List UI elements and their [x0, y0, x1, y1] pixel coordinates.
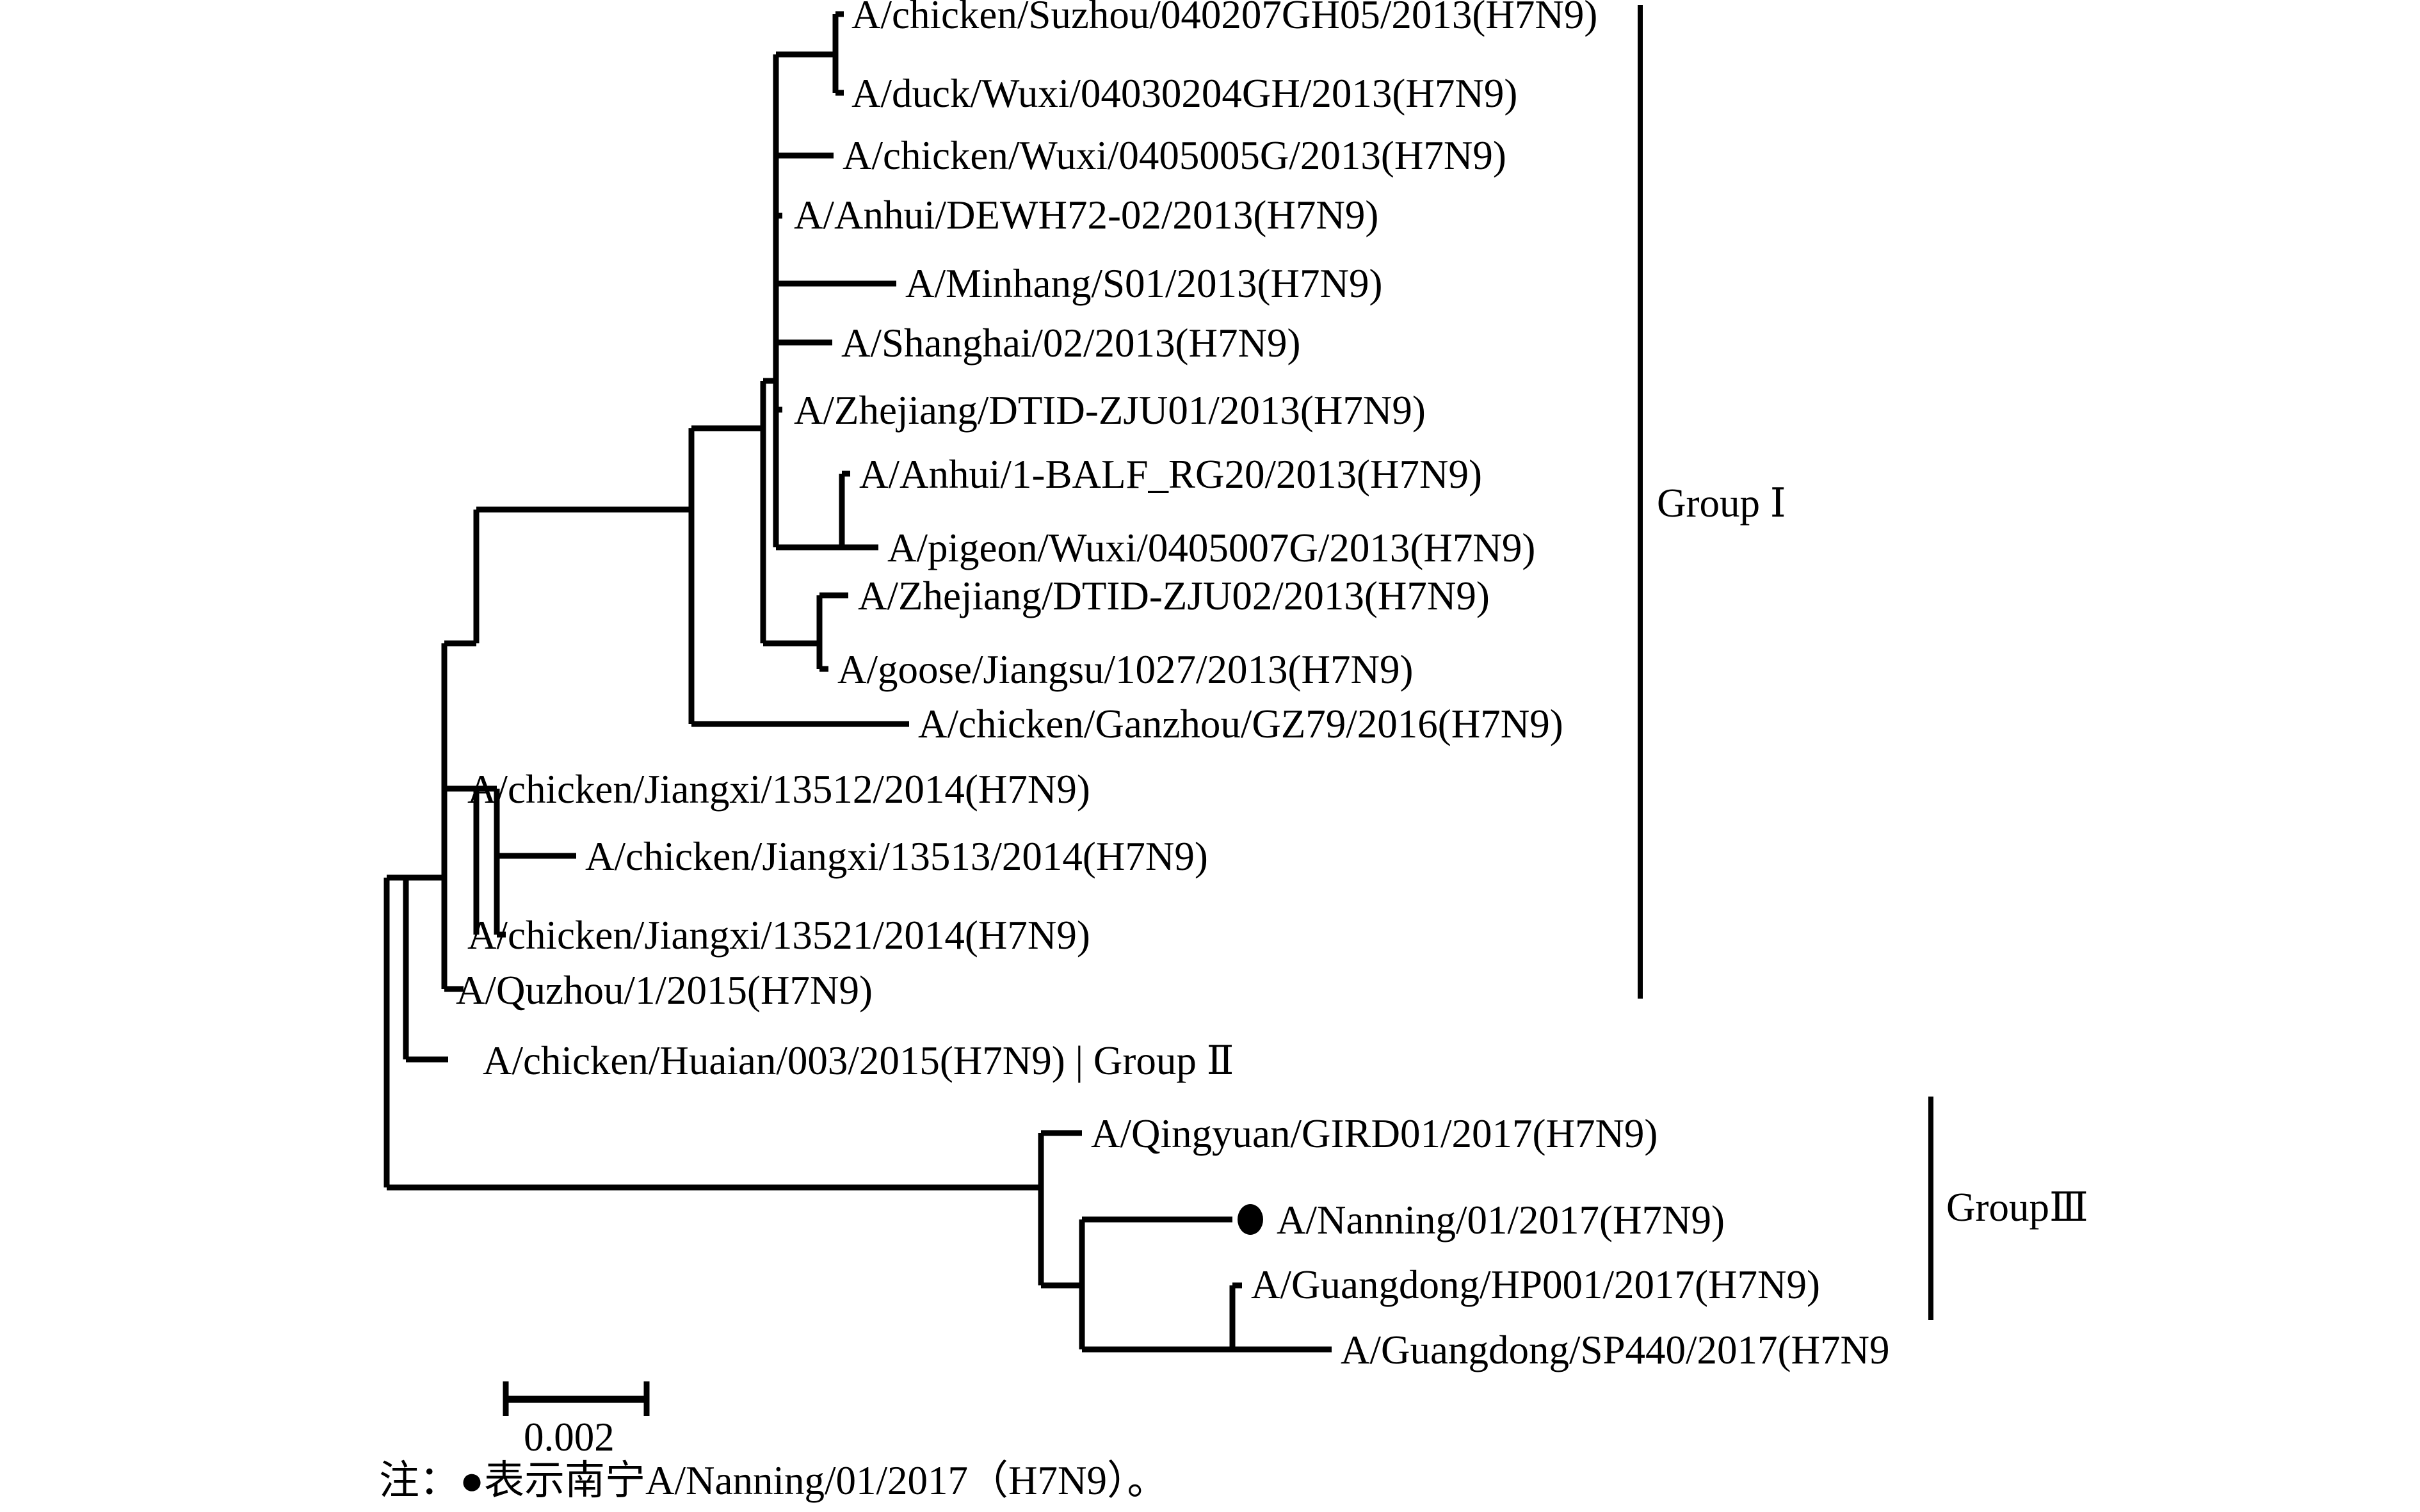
tip-label-quzhou: A/Quzhou/1/2015(H7N9) — [456, 968, 873, 1013]
nanning-marker-dot — [1238, 1204, 1263, 1235]
tip-label-shanghai: A/Shanghai/02/2013(H7N9) — [841, 321, 1301, 366]
tip-label-goose-jiangsu: A/goose/Jiangsu/1027/2013(H7N9) — [837, 647, 1414, 692]
tip-label-nanning: A/Nanning/01/2017(H7N9) — [1277, 1198, 1725, 1243]
scale-bar-label: 0.002 — [524, 1415, 615, 1460]
tip-label-chicken-ganzhou: A/chicken/Ganzhou/GZ79/2016(H7N9) — [918, 702, 1563, 746]
group-label-3: GroupⅢ — [1946, 1185, 2088, 1230]
tip-label-guangdong-hp001: A/Guangdong/HP001/2017(H7N9) — [1251, 1262, 1820, 1307]
tip-label-qingyuan: A/Qingyuan/GIRD01/2017(H7N9) — [1091, 1111, 1658, 1156]
tip-label-suzhou: A/chicken/Suzhou/040207GH05/2013(H7N9) — [851, 0, 1598, 37]
tip-label-chicken-wuxi: A/chicken/Wuxi/0405005G/2013(H7N9) — [843, 133, 1506, 178]
tip-label-jiangxi-13513: A/chicken/Jiangxi/13513/2014(H7N9) — [585, 834, 1208, 879]
figure-note: 注：●表示南宁A/Nanning/01/2017（H7N9）。 — [379, 1458, 1168, 1503]
tip-label-jiangxi-13512: A/chicken/Jiangxi/13512/2014(H7N9) — [467, 767, 1090, 812]
tip-label-guangdong-sp440: A/Guangdong/SP440/2017(H7N9 — [1341, 1328, 1890, 1372]
group-label-1: Group Ⅰ — [1657, 481, 1786, 526]
tip-label-pigeon-wuxi: A/pigeon/Wuxi/0405007G/2013(H7N9) — [887, 526, 1536, 570]
tip-label-huaian-groupII: A/chicken/Huaian/003/2015(H7N9) | Group … — [483, 1038, 1234, 1083]
tip-label-minhang: A/Minhang/S01/2013(H7N9) — [905, 261, 1383, 306]
tip-label-zhejiang-zju02: A/Zhejiang/DTID-ZJU02/2013(H7N9) — [858, 574, 1490, 618]
tip-label-duck-wuxi: A/duck/Wuxi/04030204GH/2013(H7N9) — [851, 71, 1518, 116]
tip-label-anhui-dewh72: A/Anhui/DEWH72-02/2013(H7N9) — [794, 193, 1379, 237]
tip-label-jiangxi-13521: A/chicken/Jiangxi/13521/2014(H7N9) — [467, 913, 1090, 958]
tip-label-anhui-balf: A/Anhui/1-BALF_RG20/2013(H7N9) — [859, 452, 1482, 497]
tip-label-zhejiang-zju01: A/Zhejiang/DTID-ZJU01/2013(H7N9) — [794, 388, 1426, 433]
